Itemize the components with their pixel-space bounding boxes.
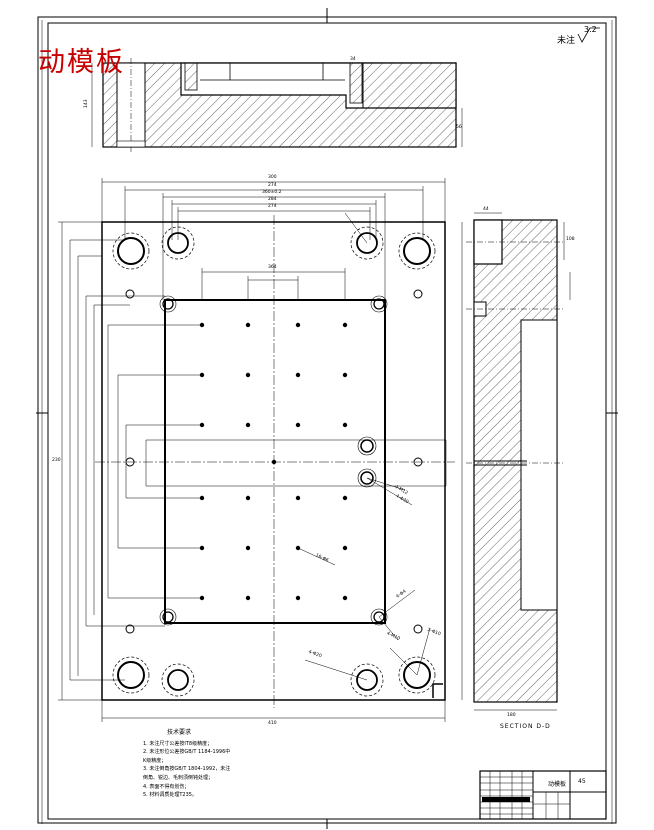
note-item: 1. 未注尺寸公差按IT8级精度； [143, 740, 213, 747]
notes-title: 技术要求 [167, 729, 192, 736]
top-section-view [91, 58, 463, 152]
dim-right-side: 56 [456, 125, 462, 130]
ejector-hole-grid [199, 322, 348, 601]
title-block-part-name: 动模板 [548, 781, 567, 788]
note-item: 5. 材料调质处理T235。 [143, 792, 197, 799]
dim-top-4: 284 [268, 197, 277, 202]
dim-bottom-overall: 410 [268, 721, 277, 726]
dim-top-view-height: 143 [83, 99, 89, 108]
dim-left-big: 230 [52, 458, 61, 463]
section-label: SECTION D-D [500, 723, 551, 730]
front-view-holes [112, 226, 436, 697]
dim-section-bottom: 180 [507, 713, 516, 718]
technical-notes: 技术要求 1. 未注尺寸公差按IT8级精度； 2. 未注形位公差按GB/T 11… [143, 729, 383, 800]
leader-lines [297, 212, 431, 681]
surface-finish-note: 未注 [557, 36, 576, 46]
dim-top-2: 274 [268, 183, 277, 188]
note-item: 2. 未注形位公差按GB/T 1184-1996中 [143, 749, 231, 756]
drawing-title: 动模板 [38, 47, 125, 78]
note-item: 4. 表面不得有划伤； [143, 783, 190, 790]
drawing-frame [36, 8, 618, 829]
side-section-view [461, 212, 571, 711]
note-item: K级精度； [143, 757, 167, 764]
title-block [479, 770, 607, 820]
front-view [58, 178, 455, 722]
dim-top-3: 360±0.2 [262, 190, 282, 195]
dim-top-5: 274 [268, 204, 277, 209]
roughness-symbol [577, 27, 600, 43]
dim-top-overall: 300 [268, 175, 277, 180]
roughness-value: 3.2 [584, 25, 597, 34]
title-block-quantity: 45 [578, 778, 586, 785]
dim-inner-top: 364 [268, 265, 277, 270]
dim-side-height: 108 [566, 237, 575, 242]
note-item: 倒角、锐边、毛刺须倒钝处理； [143, 774, 214, 781]
dim-top-view-right: 34 [350, 57, 356, 62]
dim-side-width: 44 [483, 207, 489, 212]
note-item: 3. 未注倒角按GB/T 1804-1992，未注 [143, 766, 231, 773]
